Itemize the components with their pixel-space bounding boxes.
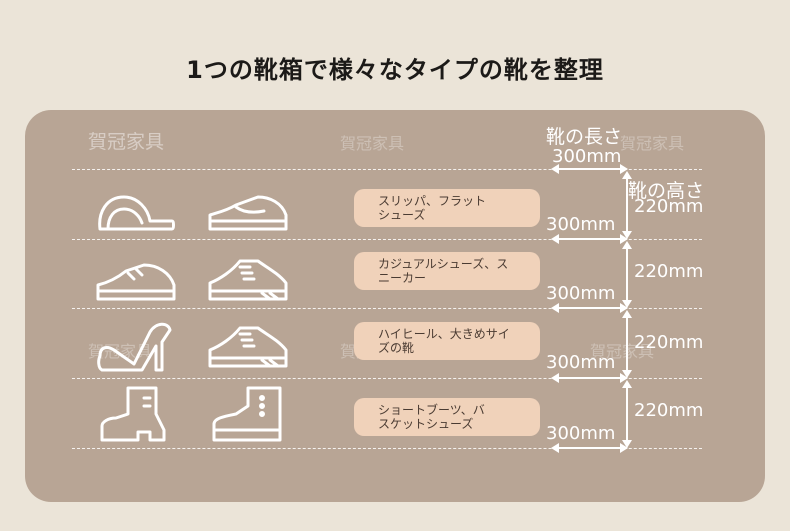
- row-label-line: ズの靴: [378, 341, 415, 355]
- length-value: 300mm: [546, 352, 616, 373]
- arrow-up-icon: [622, 171, 632, 179]
- page-title: 1つの靴箱で様々なタイプの靴を整理: [186, 56, 604, 84]
- height-label: 靴の高さ: [628, 180, 705, 202]
- watermark: 賀冠家具: [620, 134, 685, 153]
- high-heel-icon: [94, 318, 178, 374]
- sneaker-icon: [206, 253, 290, 305]
- watermark: 賀冠家具: [340, 134, 405, 153]
- shelf-divider: [72, 308, 702, 309]
- row-label-line: ハイヒール、大きめサイ: [378, 327, 510, 341]
- arrow-down-icon: [622, 440, 632, 448]
- row-label-line: スリッパ、フラット: [378, 194, 487, 208]
- length-dimension-line: [556, 377, 624, 379]
- shelf-divider: [72, 448, 702, 449]
- arrow-right-icon: [620, 303, 628, 313]
- shoe-rack-panel: [25, 110, 765, 502]
- row-label-line: スケットシューズ: [378, 417, 474, 431]
- height-value: 220mm: [634, 332, 704, 353]
- row-label-line: ニーカー: [378, 271, 427, 285]
- row-label-pill: ショートブーツ、バ スケットシューズ: [354, 398, 540, 436]
- length-dimension-line: [556, 168, 624, 170]
- length-value: 300mm: [546, 283, 616, 304]
- basket-shoe-icon: [206, 384, 290, 444]
- height-value: 220mm: [634, 400, 704, 421]
- short-boot-icon: [94, 384, 178, 444]
- row-label-line: シューズ: [378, 208, 426, 222]
- length-dimension-line: [556, 238, 624, 240]
- shelf-divider: [72, 378, 702, 379]
- arrow-left-icon: [551, 234, 559, 244]
- height-value: 220mm: [634, 196, 704, 217]
- arrow-up-icon: [622, 310, 632, 318]
- row-label-line: カジュアルシューズ、ス: [378, 257, 509, 271]
- height-dimension-line: [626, 246, 628, 302]
- watermark: 賀冠家具: [88, 131, 165, 153]
- arrow-right-icon: [620, 234, 628, 244]
- sneaker-icon: [206, 320, 290, 372]
- arrow-left-icon: [551, 303, 559, 313]
- slipper-icon: [94, 183, 178, 235]
- arrow-down-icon: [622, 370, 632, 378]
- length-dimension-line: [556, 307, 624, 309]
- shelf-divider: [72, 169, 702, 170]
- length-dimension-line: [556, 447, 624, 449]
- arrow-left-icon: [551, 373, 559, 383]
- shelf-divider: [72, 239, 702, 240]
- flat-shoe-icon: [206, 183, 290, 235]
- length-value: 300mm: [546, 214, 616, 235]
- arrow-left-icon: [551, 443, 559, 453]
- arrow-up-icon: [622, 241, 632, 249]
- length-value: 300mm: [546, 423, 616, 444]
- arrow-right-icon: [620, 164, 628, 174]
- length-value: 300mm: [552, 146, 622, 167]
- row-label-line: ショートブーツ、バ: [378, 403, 485, 417]
- height-dimension-line: [626, 315, 628, 371]
- watermark: 賀冠家具: [590, 342, 655, 361]
- height-value: 220mm: [634, 261, 704, 282]
- row-label-pill: カジュアルシューズ、ス ニーカー: [354, 252, 540, 290]
- row-label-pill: ハイヒール、大きめサイ ズの靴: [354, 322, 540, 360]
- arrow-down-icon: [622, 300, 632, 308]
- arrow-up-icon: [622, 380, 632, 388]
- height-dimension-line: [626, 176, 628, 234]
- length-label: 靴の長さ: [546, 126, 623, 148]
- height-dimension-line: [626, 385, 628, 441]
- arrow-left-icon: [551, 164, 559, 174]
- arrow-right-icon: [620, 373, 628, 383]
- casual-shoe-icon: [94, 253, 178, 305]
- arrow-right-icon: [620, 443, 628, 453]
- row-label-pill: スリッパ、フラット シューズ: [354, 189, 540, 227]
- arrow-down-icon: [622, 231, 632, 239]
